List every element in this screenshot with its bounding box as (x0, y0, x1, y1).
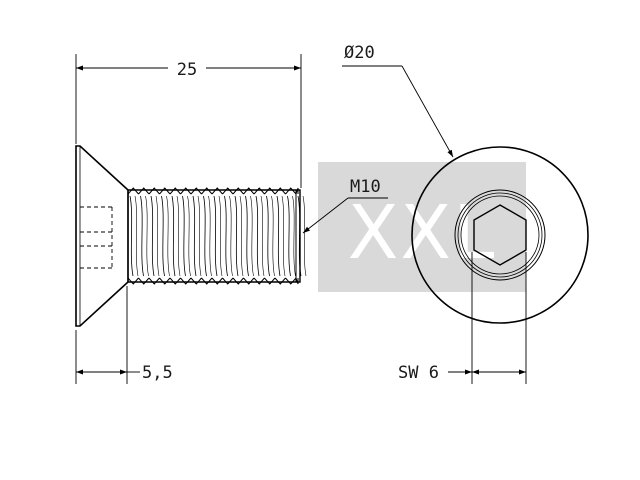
thread-flank (224, 195, 228, 277)
thread-flank (150, 195, 155, 277)
thread-flank (182, 195, 186, 277)
thread-flank (297, 195, 302, 277)
thread-flank (218, 195, 223, 277)
diameter-leader (401, 65, 454, 158)
thread-flank (281, 195, 286, 277)
thread-flank (292, 195, 296, 277)
thread-flank (187, 195, 191, 277)
shank-outline (128, 189, 301, 283)
thread-flank (197, 195, 202, 277)
watermark-box (318, 162, 526, 292)
thread-flank (255, 195, 260, 277)
thread-flank (302, 195, 307, 277)
thread-flank (266, 195, 270, 277)
thread-flank (229, 195, 233, 277)
thread-label: M10 (350, 177, 381, 197)
hidden-hex-socket (80, 206, 113, 269)
dimension-length: 25 (75, 54, 302, 188)
socket-recess-mid (457, 192, 543, 278)
thread-flank (234, 195, 239, 277)
thread-flank (271, 195, 275, 277)
thread-flank (260, 195, 265, 277)
thread-flank (203, 195, 207, 277)
thread-flank (276, 195, 281, 277)
thread-flank (287, 195, 291, 277)
thread-crest-top (127, 187, 299, 195)
watermark: XXL (318, 162, 526, 292)
thread-pattern (127, 187, 307, 285)
thread-flank (176, 195, 181, 277)
socket-recess-inner (460, 195, 540, 275)
thread-flank (134, 195, 139, 277)
watermark-text: XXL (348, 190, 497, 276)
head-diameter-label: Ø20 (344, 43, 375, 63)
hex-key-label: SW 6 (398, 363, 439, 383)
thread-callout: M10 (302, 177, 388, 234)
thread-crest-bottom (127, 277, 299, 285)
dimension-hex-key: SW 6 (398, 252, 527, 384)
thread-flank (208, 195, 212, 277)
screw-top-view (411, 146, 589, 324)
thread-flank (129, 195, 134, 277)
hex-socket (473, 204, 527, 266)
thread-flank (213, 195, 218, 277)
thread-leader (302, 197, 349, 234)
thread-flank (250, 195, 254, 277)
screw-head-outline (75, 145, 129, 327)
thread-flank (161, 195, 165, 277)
thread-flank (245, 195, 249, 277)
length-label: 25 (177, 60, 197, 80)
thread-flank (239, 195, 244, 277)
thread-flank (171, 195, 176, 277)
head-circle (411, 146, 589, 324)
thread-flank (192, 195, 197, 277)
dimension-head-height: 5,5 (75, 286, 173, 384)
thread-flank (140, 195, 144, 277)
dimension-head-diameter: Ø20 (342, 43, 454, 158)
thread-flank (145, 195, 149, 277)
thread-flank (166, 195, 170, 277)
socket-recess-outer (454, 189, 546, 281)
head-height-label: 5,5 (142, 363, 173, 383)
screw-side-view (75, 145, 307, 327)
thread-flank (155, 195, 160, 277)
